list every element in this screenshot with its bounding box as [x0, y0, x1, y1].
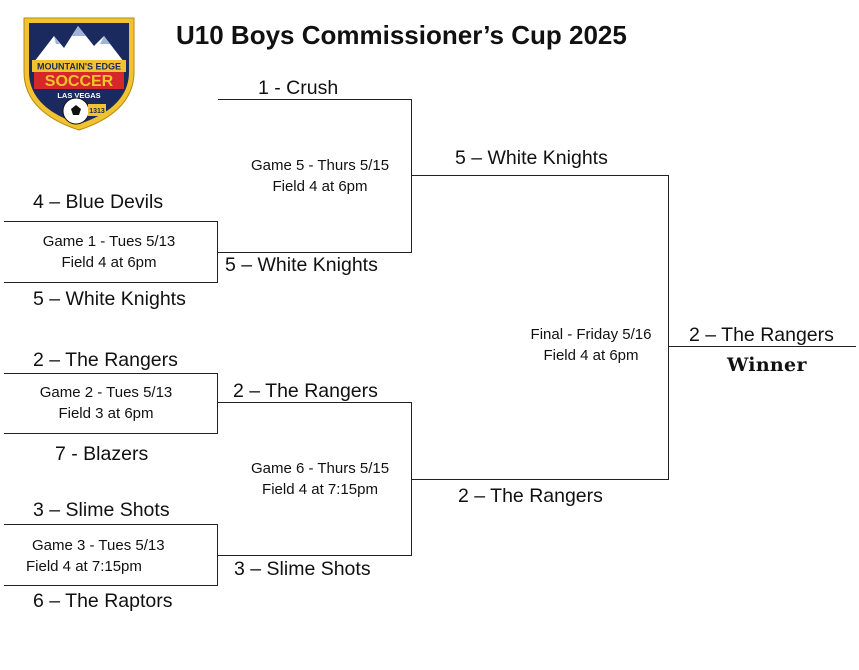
- game6-top-line: [218, 402, 412, 403]
- game3-field: Field 4 at 7:15pm: [26, 558, 142, 575]
- game1-connector: [217, 221, 218, 283]
- game3-bottom-line: [4, 585, 218, 586]
- game6-field: Field 4 at 7:15pm: [262, 481, 378, 498]
- game1-bottom-line: [4, 282, 218, 283]
- game1-info: Game 1 - Tues 5/13 Field 4 at 6pm: [4, 231, 214, 273]
- game3-info: Game 3 - Tues 5/13 Field 4 at 7:15pm: [26, 535, 165, 577]
- game2-bottom-line: [4, 433, 218, 434]
- mountain-icon: [34, 26, 124, 62]
- champion-team: 2 – The Rangers: [689, 324, 834, 346]
- page-title: U10 Boys Commissioner’s Cup 2025: [176, 20, 627, 50]
- game5-field: Field 4 at 6pm: [272, 178, 368, 195]
- game5-connector: [411, 99, 412, 253]
- svg-text:MOUNTAIN'S EDGE: MOUNTAIN'S EDGE: [37, 62, 121, 72]
- svg-text:LAS VEGAS: LAS VEGAS: [57, 91, 100, 100]
- game3-top-line: [4, 524, 218, 525]
- game2-top-line: [4, 373, 218, 374]
- game2-field: Field 3 at 6pm: [58, 405, 154, 422]
- final-bottom-line: [412, 479, 669, 480]
- game5-team-top: 1 - Crush: [258, 77, 339, 99]
- game6-info: Game 6 - Thurs 5/15 Field 4 at 7:15pm: [230, 458, 410, 500]
- game3-team-top: 3 – Slime Shots: [33, 499, 170, 521]
- champion-line: [669, 346, 856, 347]
- game5-bottom-line: [218, 252, 412, 253]
- final-date: Final - Friday 5/16: [530, 326, 652, 343]
- game1-top-line: [4, 221, 218, 222]
- game3-date: Game 3 - Tues 5/13: [32, 537, 165, 554]
- winner-label: Winner: [727, 354, 807, 376]
- final-team-top: 5 – White Knights: [455, 147, 608, 169]
- final-field: Field 4 at 6pm: [543, 347, 639, 364]
- svg-text:SOCCER: SOCCER: [45, 73, 114, 90]
- game6-date: Game 6 - Thurs 5/15: [250, 460, 390, 477]
- game5-top-line: [218, 99, 412, 100]
- game1-field: Field 4 at 6pm: [61, 254, 157, 271]
- game2-team-bottom: 7 - Blazers: [55, 443, 149, 465]
- game3-connector: [217, 524, 218, 586]
- game1-team-top: 4 – Blue Devils: [33, 191, 164, 213]
- game2-team-top: 2 – The Rangers: [33, 349, 178, 371]
- game2-date: Game 2 - Tues 5/13: [39, 384, 173, 401]
- game6-team-top: 2 – The Rangers: [233, 380, 378, 402]
- game5-date: Game 5 - Thurs 5/15: [250, 157, 390, 174]
- game1-team-bottom: 5 – White Knights: [33, 288, 186, 310]
- game1-date: Game 1 - Tues 5/13: [42, 233, 176, 250]
- game5-info: Game 5 - Thurs 5/15 Field 4 at 6pm: [230, 155, 410, 197]
- final-info: Final - Friday 5/16 Field 4 at 6pm: [514, 324, 668, 366]
- svg-text:1313: 1313: [89, 108, 105, 115]
- game3-team-bottom: 6 – The Raptors: [33, 590, 173, 612]
- game6-connector: [411, 402, 412, 556]
- game6-bottom-line: [218, 555, 412, 556]
- game2-connector: [217, 373, 218, 434]
- game6-team-bottom: 3 – Slime Shots: [234, 558, 371, 580]
- final-connector: [668, 175, 669, 480]
- club-logo: MOUNTAIN'S EDGE SOCCER LAS VEGAS 1313: [23, 17, 135, 131]
- game2-info: Game 2 - Tues 5/13 Field 3 at 6pm: [4, 382, 208, 424]
- final-top-line: [412, 175, 669, 176]
- game5-team-bottom: 5 – White Knights: [225, 254, 378, 276]
- final-team-bottom: 2 – The Rangers: [458, 485, 603, 507]
